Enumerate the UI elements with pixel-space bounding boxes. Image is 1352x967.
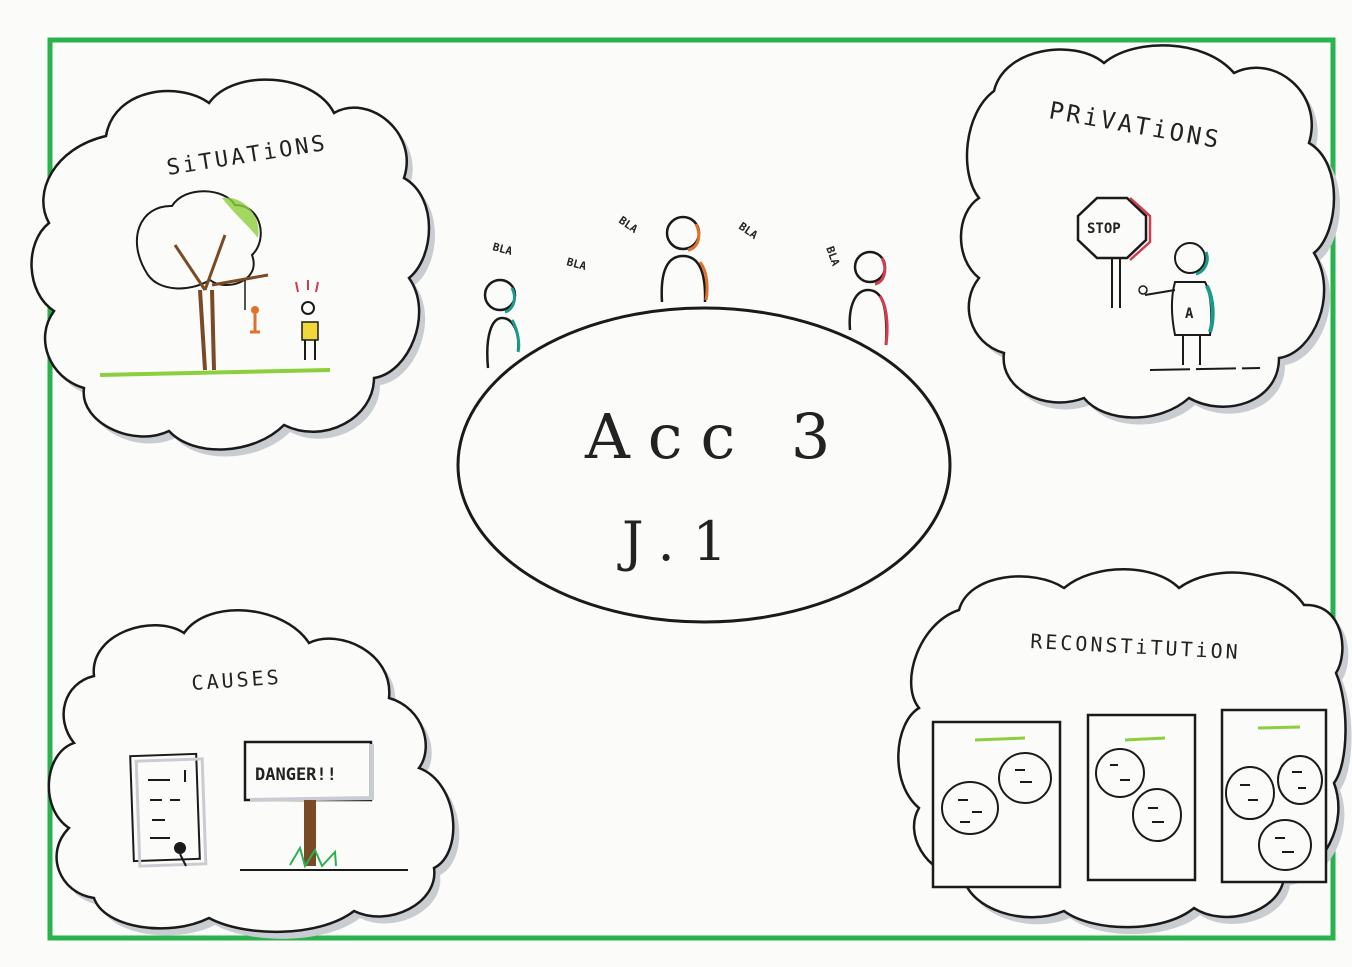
- cloud-outline: [959, 44, 1336, 419]
- green-frame: [47, 37, 1336, 941]
- panel-two-icon: [1086, 713, 1197, 882]
- speech-bla-3: BLA: [616, 214, 640, 236]
- central-meeting: BLA BLA BLA BLA BLA Acc 3 J.1: [456, 214, 952, 624]
- danger-sign-icon: DANGER!!: [240, 740, 408, 871]
- person-figure-icon: A: [1138, 242, 1261, 371]
- child-figure-icon: [295, 280, 319, 360]
- panel-one-icon: [931, 720, 1062, 889]
- speech-bla-5: BLA: [823, 245, 842, 268]
- central-title-line1: Acc 3: [584, 400, 848, 473]
- grass-line: [99, 368, 331, 377]
- speech-bla-2: BLA: [565, 255, 588, 273]
- situations-cloud: SiTUATiONS: [30, 78, 435, 457]
- danger-sign-text: DANGER!!: [255, 765, 337, 785]
- shirt-letter: A: [1185, 306, 1194, 322]
- speech-bla-1: BLA: [491, 240, 514, 258]
- panel-three-icon: [1220, 708, 1328, 884]
- document-icon: [129, 752, 208, 868]
- stop-sign-text: STOP: [1087, 221, 1121, 237]
- person-middle-icon: [660, 215, 709, 303]
- causes-cloud: CAUSES DANGER!!: [47, 609, 460, 939]
- central-title-line2: J.1: [617, 510, 745, 573]
- reconstitution-cloud: RECONSTiTUTiON: [897, 568, 1352, 935]
- person-left-icon: [483, 278, 521, 369]
- stop-sign-icon: STOP: [1076, 196, 1152, 308]
- table-oval: [456, 306, 952, 624]
- tree-icon: [135, 190, 269, 371]
- speech-bla-4: BLA: [736, 220, 760, 242]
- privations-cloud: PRiVATiONS STOP A: [959, 44, 1340, 425]
- person-right-icon: [848, 250, 889, 346]
